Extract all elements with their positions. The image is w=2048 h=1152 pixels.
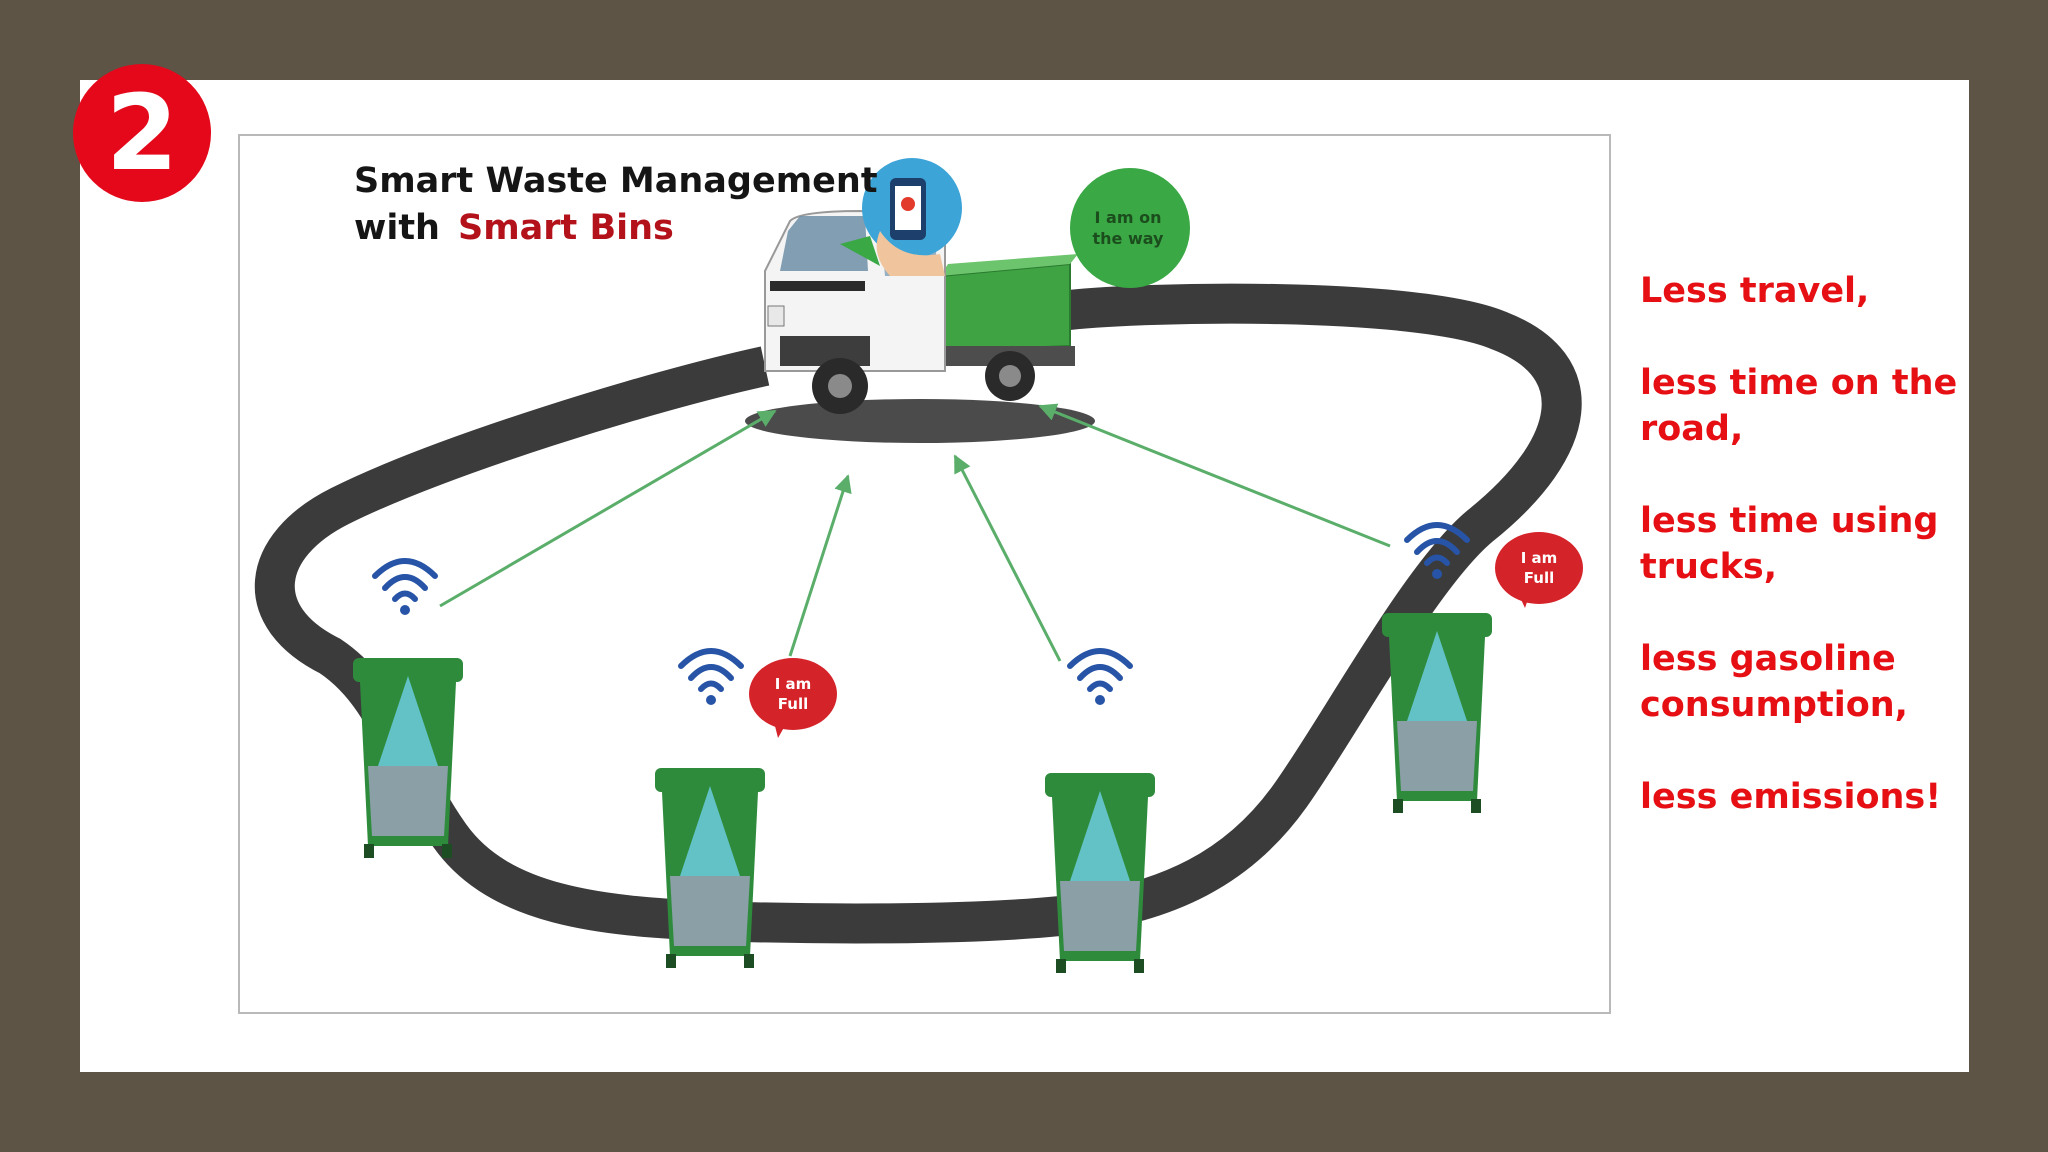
signal-arrow-bin-1: [439, 409, 777, 608]
smart-bin-icon: [1045, 773, 1155, 973]
benefit-item: less emissions!: [1640, 777, 1942, 817]
signal-arrow-bin-4: [1038, 403, 1391, 548]
wifi-icon: [678, 648, 744, 705]
wifi-icon: [372, 558, 438, 615]
smart-waste-diagram: I am on the way: [238, 134, 1611, 1014]
benefit-item: Less travel,: [1640, 271, 1870, 311]
benefit-item: less time on the road,: [1640, 363, 1958, 449]
bin2-bubble-line1: I am: [775, 675, 812, 693]
title-line-1: Smart Waste Management: [354, 161, 878, 201]
benefit-item: less gasoline consumption,: [1640, 639, 1908, 725]
title-accent: Smart Bins: [457, 208, 674, 248]
signal-arrow-bin-2: [788, 474, 852, 657]
benefits-list: Less travel, less time on the road, less…: [1640, 268, 1980, 866]
wifi-icon: [1404, 522, 1470, 579]
bin4-bubble-line2: Full: [1524, 569, 1554, 587]
step-number-badge: 2: [73, 64, 211, 202]
truck-bubble-line1: I am on: [1095, 208, 1162, 227]
title-line-2: with Smart Bins: [354, 205, 878, 252]
smart-bin-icon: [655, 768, 765, 968]
collection-route-road: [255, 283, 1582, 944]
smart-bin-icon: [1382, 613, 1492, 813]
bin-full-bubble-4: I am Full: [1495, 532, 1583, 608]
bin4-bubble-line1: I am: [1521, 549, 1558, 567]
diagram-title: Smart Waste Management with Smart Bins: [354, 158, 878, 252]
wifi-icon: [1067, 648, 1133, 705]
diagram-canvas: I am on the way: [255, 158, 1583, 973]
truck-bubble-line2: the way: [1093, 229, 1165, 248]
title-with: with: [354, 208, 440, 248]
truck-speech-bubble: I am on the way: [840, 168, 1190, 288]
smartphone-icon: [862, 158, 962, 276]
benefit-item: less time using trucks,: [1640, 501, 1939, 587]
bin2-bubble-line2: Full: [778, 695, 808, 713]
signal-arrow-bin-3: [953, 454, 1062, 662]
bin-full-bubble-2: I am Full: [749, 658, 837, 738]
smart-bin-icon: [353, 658, 463, 858]
